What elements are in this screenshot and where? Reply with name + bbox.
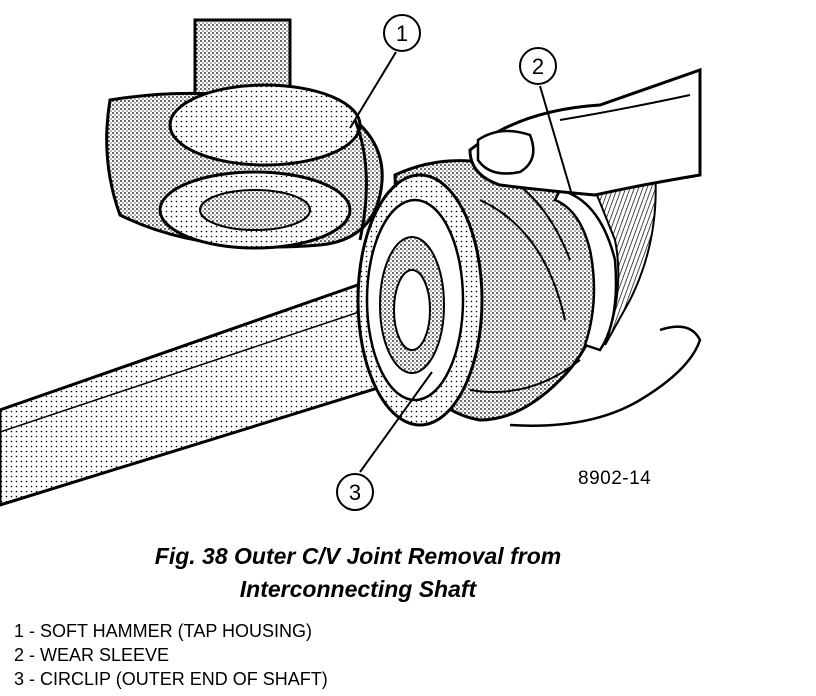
legend-item-3: 3 - CIRCLIP (OUTER END OF SHAFT) <box>14 669 328 689</box>
figure-caption: Fig. 38 Outer C/V Joint Removal from Int… <box>0 540 716 606</box>
callout-1: 1 <box>349 14 421 129</box>
callout-1-number: 1 <box>396 21 408 46</box>
callout-3-number: 3 <box>349 480 361 505</box>
cv-joint-housing <box>356 159 604 427</box>
cv-joint-illustration: 1 2 3 <box>0 14 702 511</box>
legend: 1 - SOFT HAMMER (TAP HOUSING) 2 - WEAR S… <box>14 619 328 691</box>
callout-2: 2 <box>519 47 573 196</box>
soft-hammer <box>105 18 384 250</box>
hand <box>468 67 702 427</box>
callout-2-number: 2 <box>532 54 544 79</box>
figure-id: 8902-14 <box>578 468 652 489</box>
legend-item-1: 1 - SOFT HAMMER (TAP HOUSING) <box>14 621 313 641</box>
legend-item-2: 2 - WEAR SLEEVE <box>14 645 170 665</box>
wear-sleeve <box>553 168 657 352</box>
caption-line-2: Interconnecting Shaft <box>239 576 477 602</box>
callout-3: 3 <box>336 371 433 511</box>
caption-line-1: Fig. 38 Outer C/V Joint Removal from <box>154 543 562 569</box>
interconnecting-shaft <box>0 278 412 507</box>
